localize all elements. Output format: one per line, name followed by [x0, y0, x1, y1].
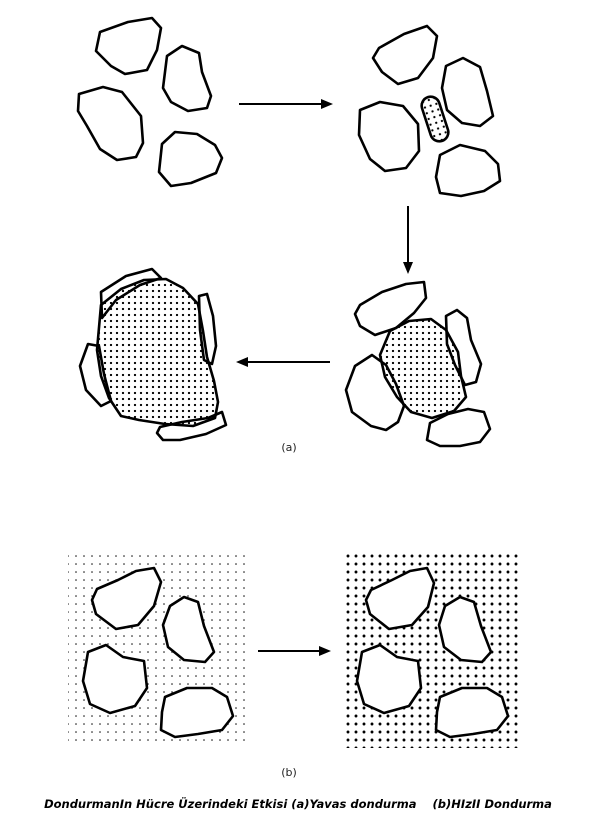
arrow-right-icon: [239, 99, 333, 109]
cell: [364, 566, 436, 631]
cell: [353, 280, 428, 337]
ice-crystal: [420, 95, 450, 143]
stage-4-cells: [78, 267, 228, 442]
cell: [434, 686, 510, 739]
cell: [357, 100, 421, 173]
stage-3-cells: [344, 280, 492, 448]
panel-b-label: (b): [281, 766, 297, 779]
ice-crystal: [378, 317, 468, 420]
panel-a: (a): [76, 16, 502, 454]
cell: [81, 643, 149, 715]
arrow-right-icon: [258, 646, 331, 656]
arrow-left-icon: [236, 357, 330, 367]
cell: [90, 566, 163, 631]
cell: [437, 595, 493, 664]
cell: [157, 130, 224, 188]
panel-b-after: [344, 552, 520, 748]
ice-crystal: [95, 277, 220, 428]
stage-2-cells: [357, 24, 502, 198]
cell: [425, 407, 492, 448]
figure-caption: DondurmanIn Hücre Üzerindeki Etkisi (a)Y…: [44, 796, 552, 811]
panel-a-label: (a): [281, 441, 296, 454]
cell: [434, 143, 502, 198]
panel-b: (b): [68, 552, 520, 779]
cell: [94, 16, 163, 76]
panel-b-before: [68, 552, 248, 744]
cell: [161, 595, 216, 664]
cell: [371, 24, 439, 86]
cell: [440, 56, 495, 128]
stage-1-cells: [76, 16, 224, 188]
cell: [76, 85, 145, 162]
cell: [355, 643, 423, 715]
cell: [159, 686, 235, 739]
cell: [161, 44, 213, 113]
arrow-down-icon: [403, 206, 413, 274]
